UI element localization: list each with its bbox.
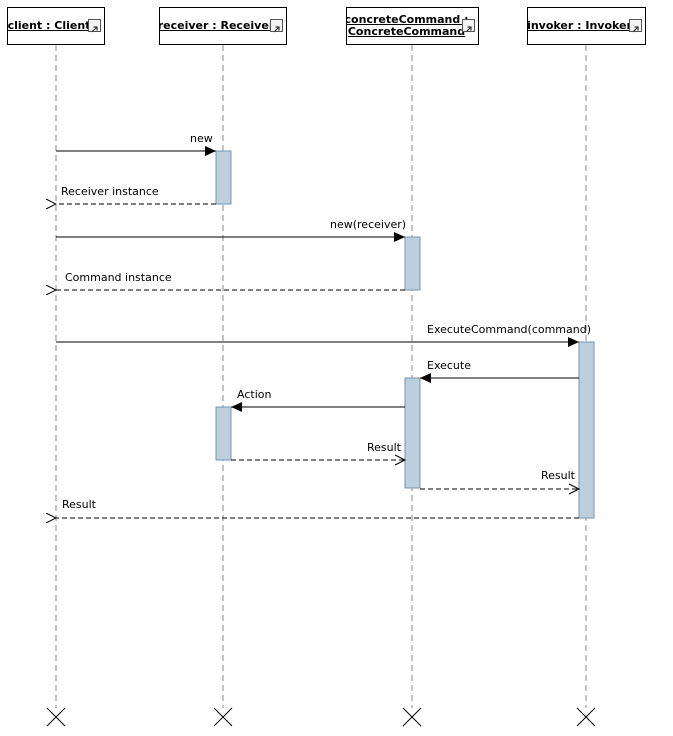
- activation-concrete-command-2[interactable]: [404, 377, 421, 489]
- message-new-label: new: [190, 132, 213, 145]
- expand-icon[interactable]: [270, 19, 283, 33]
- activation-receiver-2[interactable]: [215, 406, 232, 461]
- message-action-label: Action: [237, 388, 271, 401]
- lifeline-client-name: client : Client: [7, 19, 91, 32]
- message-execute-label: Execute: [427, 359, 471, 372]
- message-result-2-arrowhead: [568, 483, 581, 495]
- destroy-mark-invoker: [576, 707, 596, 727]
- lifeline-receiver-name: receiver : Receiver: [159, 19, 275, 32]
- expand-icon[interactable]: [629, 19, 642, 33]
- message-new-receiver-label: new(receiver): [330, 218, 406, 231]
- message-result-2-label: Result: [541, 469, 576, 482]
- destroy-mark-concrete-command: [402, 707, 422, 727]
- lifeline-concrete-command-name-line1: concreteCommand :: [346, 13, 469, 26]
- lifeline-receiver-header[interactable]: receiver : Receiver: [159, 7, 287, 45]
- activation-concrete-command-1[interactable]: [404, 236, 421, 291]
- lifeline-concrete-command-name-line2: ConcreteCommand: [347, 25, 466, 38]
- message-command-instance-label: Command instance: [65, 271, 172, 284]
- destroy-mark-receiver: [213, 707, 233, 727]
- expand-icon[interactable]: [88, 19, 101, 33]
- message-execute-command-label: ExecuteCommand(command): [427, 323, 591, 336]
- lifeline-concrete-command-header[interactable]: concreteCommand : ConcreteCommand: [346, 7, 479, 45]
- activation-invoker-1[interactable]: [578, 341, 595, 519]
- message-result-1-arrowhead: [394, 454, 407, 466]
- lifeline-invoker-header[interactable]: invoker : Invoker: [527, 7, 646, 45]
- destroy-mark-client: [46, 707, 66, 727]
- message-result-3-label: Result: [62, 498, 97, 511]
- expand-icon[interactable]: [462, 19, 475, 33]
- message-receiver-instance-label: Receiver instance: [61, 185, 159, 198]
- message-result-1-label: Result: [367, 441, 402, 454]
- activation-receiver-1[interactable]: [215, 150, 232, 205]
- lifeline-invoker-name: invoker : Invoker: [527, 19, 632, 32]
- lifeline-client-header[interactable]: client : Client: [7, 7, 105, 45]
